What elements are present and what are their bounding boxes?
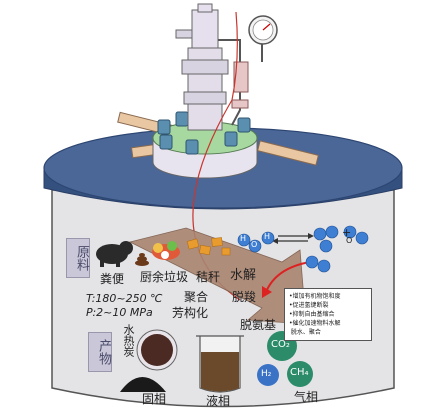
hydrochar-dish [136,329,178,371]
atom-label: O [251,240,258,249]
note-line: •促进氢键断裂 [289,302,329,309]
water-molecules-left [237,231,275,253]
h2-label: H₂ [261,369,272,379]
ch4-label: CH₄ [290,367,309,378]
ch4-circle [287,361,313,387]
pressure-condition: P:2~10 MPa [86,306,153,319]
dehydration-label: 脱羧 [232,290,257,304]
aromatization-label: 芳构化 [172,306,209,320]
right-rod [257,140,319,166]
straw-icon [186,237,231,256]
solid-phase-label: 固相 [142,392,167,406]
kitchen-waste-label: 厨余垃圾 [140,270,189,284]
co2-label: CO₂ [271,339,290,350]
atom-label: H [240,234,247,243]
deamination-label: 脱氨基 [240,318,277,332]
valve [233,61,249,93]
note-line: 脱水、聚合 [290,329,321,336]
water-molecules-right [305,225,369,273]
product-label: 产物 [88,332,112,372]
atom-label: O [346,236,353,245]
hydrochar-label: 水热炭 [122,324,135,357]
hydrochar-pile [120,377,166,392]
feces-label: 粪便 [100,272,125,286]
polymerization-label: 聚合 [184,290,209,304]
plus-sign: + [342,226,352,239]
water-arrow [265,261,311,293]
flange-bolts [157,111,251,155]
manure-icon [135,253,149,266]
gas-phase-label: 气相 [294,390,319,404]
straw-label: 秸秆 [196,270,221,284]
atom-label: H [264,232,271,241]
note-line: •催化加速物料水解 [289,320,341,327]
water-effect-note: •增加有机物饱和度 •促进氢键断裂 •抑制自由基缩合 •催化加速物料水解 脱水、… [284,288,372,341]
h2-circle [257,364,279,386]
liquid-phase-label: 液相 [206,394,231,408]
temperature-condition: T:180~250 ℃ [86,292,163,305]
raw-material-label: 原料 [66,238,90,278]
kitchen-waste-icon [152,241,180,260]
note-line: •增加有机物饱和度 [289,293,341,300]
hydrolysis-label: 水解 [230,268,257,283]
pig-icon [96,241,133,267]
note-line: •抑制自由基缩合 [289,311,335,318]
beaker-icon [196,335,244,393]
